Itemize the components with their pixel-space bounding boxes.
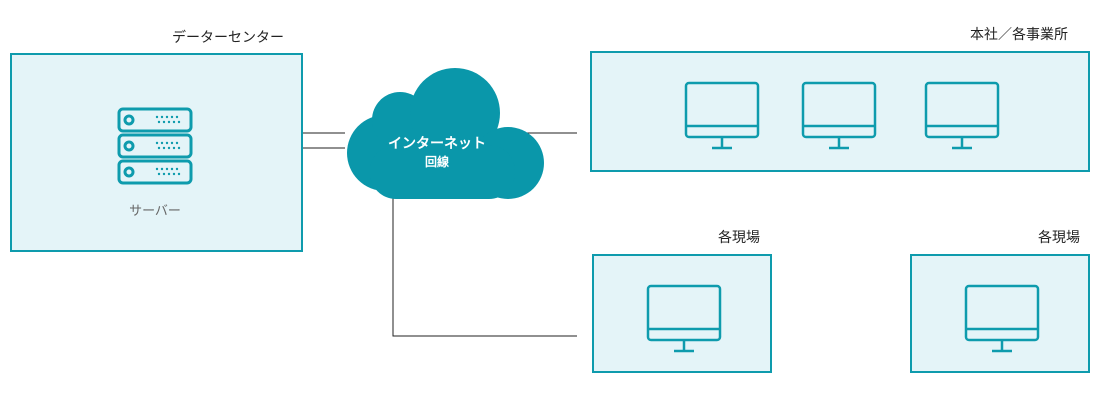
internet-cloud: インターネット 回線 [347,68,544,199]
site-title: 各現場 [1038,230,1080,246]
datacenter-title: データーセンター [172,30,284,46]
monitor-icon [801,81,877,150]
headoffice-title: 本社／各事業所 [970,27,1068,43]
line-site [392,195,577,337]
datacenter-box: サーバー [10,53,303,252]
internet-label-line1: インターネット [388,136,486,152]
cloud-icon [347,68,544,199]
monitor-icon [924,81,1000,150]
internet-label-line2: 回線 [425,154,449,169]
site-title: 各現場 [718,230,760,246]
server-label: サーバー [129,204,181,219]
site-box [910,254,1090,373]
site-box [592,254,772,373]
headoffice-box [590,51,1090,172]
monitor-icon [964,284,1040,353]
server-icon [117,107,193,185]
monitor-icon [646,284,722,353]
monitor-icon [684,81,760,150]
